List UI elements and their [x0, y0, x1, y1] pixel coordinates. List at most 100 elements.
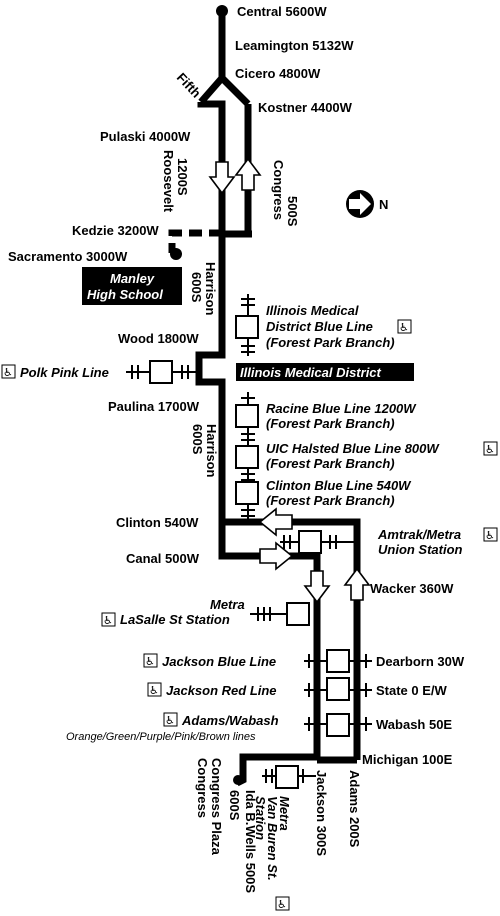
street-wabash: Wabash 50E: [376, 717, 452, 732]
svg-text:Clinton Blue Line 540W: Clinton Blue Line 540W: [266, 478, 412, 493]
svg-text:Illinois Medical: Illinois Medical: [266, 303, 359, 318]
terminal-dot-sacramento: [170, 248, 182, 260]
accessible-icon: ♿: [1, 364, 16, 379]
arrow-up-congress: [234, 157, 262, 191]
svg-text:Manley: Manley: [110, 271, 155, 286]
svg-text:High School: High School: [87, 287, 163, 302]
street-ida-b-wells: 600S Ida B.Wells 500S: [227, 790, 258, 893]
street-state: State 0 E/W: [376, 683, 448, 698]
street-harrison-600s-west: Harrison 600S: [189, 262, 218, 316]
svg-text:UIC Halsted Blue Line 800W: UIC Halsted Blue Line 800W: [266, 441, 440, 456]
street-leamington: Leamington 5132W: [235, 38, 354, 53]
accessible-icon: ♿: [483, 441, 498, 456]
svg-text:600S: 600S: [189, 272, 204, 303]
svg-text:Harrison: Harrison: [204, 424, 219, 478]
svg-text:Station: Station: [253, 796, 268, 840]
svg-text:(Forest Park Branch): (Forest Park Branch): [266, 493, 395, 508]
street-kostner: Kostner 4400W: [258, 100, 353, 115]
svg-text:Racine Blue Line 1200W: Racine Blue Line 1200W: [266, 401, 417, 416]
street-jackson-300s: Jackson 300S: [314, 770, 329, 856]
street-congress-plaza: Congress Congress Plaza: [195, 758, 224, 856]
street-adams-200s: Adams 200S: [347, 770, 362, 848]
accessible-icon: ♿: [147, 682, 162, 697]
arrow-left-clinton: [258, 507, 293, 537]
svg-text:Polk Pink Line: Polk Pink Line: [20, 365, 109, 380]
svg-text:♿: ♿: [3, 366, 13, 379]
svg-text:Orange/Green/Purple/Pink/Brown: Orange/Green/Purple/Pink/Brown lines: [66, 731, 256, 743]
svg-text:♿: ♿: [103, 614, 113, 627]
svg-text:Congress: Congress: [271, 160, 286, 220]
svg-text:600S: 600S: [190, 424, 205, 455]
street-paulina: Paulina 1700W: [108, 399, 200, 414]
svg-text:District Blue Line: District Blue Line: [266, 319, 373, 334]
accessible-icon: ♿: [483, 527, 498, 542]
station-clinton-blue-line: Clinton Blue Line 540W (Forest Park Bran…: [235, 478, 412, 517]
station-polk-pink-line: ♿ Polk Pink Line: [1, 360, 200, 384]
svg-text:Metra: Metra: [210, 597, 245, 612]
street-wacker: Wacker 360W: [370, 581, 454, 596]
svg-text:Amtrak/Metra: Amtrak/Metra: [377, 527, 461, 542]
terminal-dot-congress-plaza: [233, 775, 243, 785]
svg-text:1200S: 1200S: [175, 158, 190, 196]
accessible-icon: ♿: [163, 712, 178, 727]
north-compass: N: [346, 190, 388, 218]
svg-text:Congress: Congress: [195, 758, 210, 818]
svg-text:Metra: Metra: [277, 796, 292, 831]
svg-text:Adams/Wabash: Adams/Wabash: [181, 713, 279, 728]
station-van-buren-metra: Metra Van Buren St. Station ♿: [253, 765, 316, 911]
station-racine-blue-line: Racine Blue Line 1200W (Forest Park Bran…: [235, 392, 417, 520]
station-lasalle-st: Metra ♿ LaSalle St Station: [101, 597, 310, 627]
street-kedzie: Kedzie 3200W: [72, 223, 159, 238]
svg-text:♿: ♿: [485, 443, 495, 456]
svg-text:♿: ♿: [399, 321, 409, 334]
svg-text:♿: ♿: [149, 684, 159, 697]
accessible-icon: ♿: [101, 612, 116, 627]
accessible-icon: ♿: [397, 319, 412, 334]
street-sacramento: Sacramento 3000W: [8, 249, 128, 264]
street-roosevelt: Roosevelt 1200S: [161, 150, 190, 213]
arrow-right-canal: [259, 541, 294, 571]
street-canal: Canal 500W: [126, 551, 200, 566]
street-wood: Wood 1800W: [118, 331, 199, 346]
arrow-up-adams: [343, 567, 371, 601]
svg-text:(Forest Park Branch): (Forest Park Branch): [266, 335, 395, 350]
street-congress-500s: Congress 500S: [271, 160, 300, 227]
svg-text:Harrison: Harrison: [203, 262, 218, 316]
arrow-down-jackson: [303, 570, 331, 604]
arrow-down-harrison: [208, 161, 236, 195]
street-cicero: Cicero 4800W: [235, 66, 321, 81]
svg-text:Illinois Medical District: Illinois Medical District: [240, 365, 382, 380]
svg-text:♿: ♿: [277, 898, 287, 911]
street-clinton: Clinton 540W: [116, 515, 199, 530]
landmark-illinois-medical-district: Illinois Medical District: [236, 363, 414, 381]
station-union-station: Amtrak/Metra Union Station ♿: [280, 527, 498, 557]
svg-text:♿: ♿: [165, 714, 175, 727]
station-adams-wabash: ♿ Adams/Wabash Orange/Green/Purple/Pink/…: [66, 712, 372, 743]
svg-text:Jackson Blue Line: Jackson Blue Line: [162, 654, 276, 669]
svg-text:600S: 600S: [227, 790, 242, 821]
street-harrison-600s-east: Harrison 600S: [190, 424, 219, 478]
svg-text:♿: ♿: [485, 529, 495, 542]
street-fifth: Fifth: [174, 70, 204, 101]
accessible-icon: ♿: [275, 896, 290, 911]
station-uic-halsted-blue-line: UIC Halsted Blue Line 800W (Forest Park …: [235, 441, 498, 481]
station-jackson-red-line: ♿ Jackson Red Line: [147, 677, 372, 701]
svg-text:LaSalle St Station: LaSalle St Station: [120, 612, 230, 627]
svg-text:(Forest Park Branch): (Forest Park Branch): [266, 456, 395, 471]
svg-text:Ida B.Wells 500S: Ida B.Wells 500S: [243, 790, 258, 893]
svg-text:Union Station: Union Station: [378, 542, 463, 557]
street-pulaski: Pulaski 4000W: [100, 129, 191, 144]
landmark-manley-high-school: Manley High School: [82, 267, 182, 305]
svg-text:♿: ♿: [145, 655, 155, 668]
station-imd-blue-line: Illinois Medical District Blue Line (For…: [235, 294, 412, 356]
street-dearborn: Dearborn 30W: [376, 654, 465, 669]
direction-arrows: [208, 157, 371, 604]
svg-text:(Forest Park Branch): (Forest Park Branch): [266, 416, 395, 431]
svg-text:500S: 500S: [285, 196, 300, 227]
svg-text:Congress Plaza: Congress Plaza: [209, 758, 224, 856]
svg-text:Van Buren St.: Van Buren St.: [265, 796, 280, 881]
accessible-icon: ♿: [143, 653, 158, 668]
street-michigan: Michigan 100E: [362, 752, 453, 767]
station-jackson-blue-line: ♿ Jackson Blue Line: [143, 649, 372, 673]
